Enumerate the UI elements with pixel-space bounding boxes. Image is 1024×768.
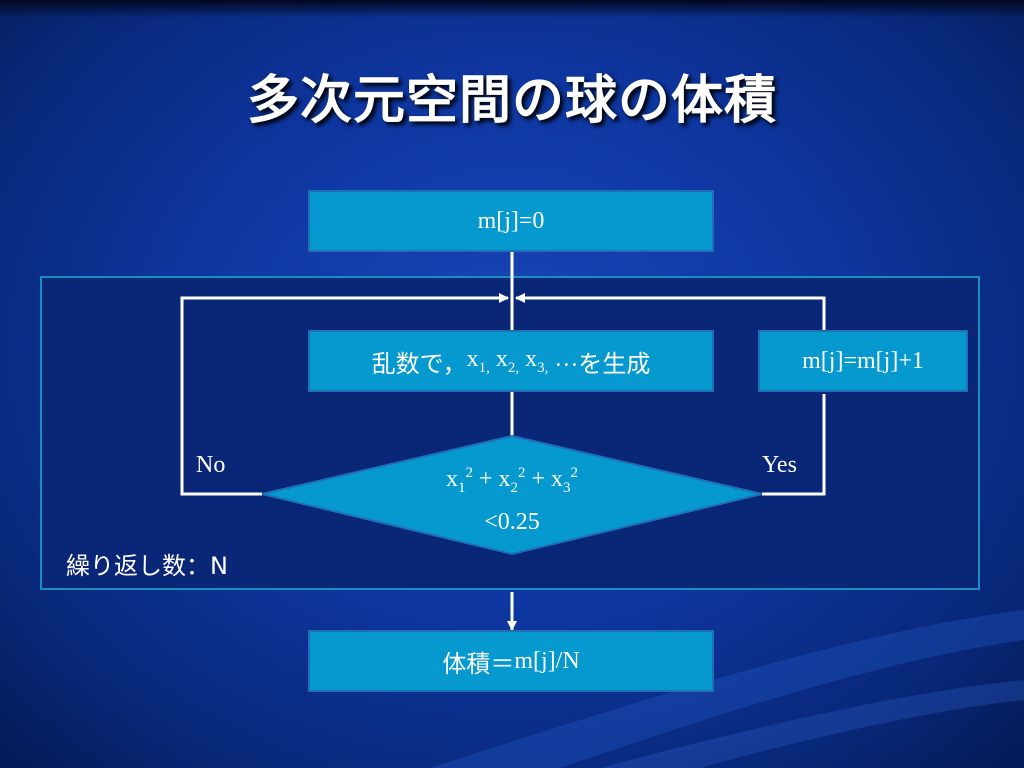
sub-1: 1, bbox=[478, 359, 490, 376]
sub-3: 3, bbox=[537, 359, 549, 376]
var-x1: x bbox=[466, 345, 479, 372]
var-x3: x bbox=[525, 345, 538, 372]
increment-box-label: m[j]=m[j]+1 bbox=[802, 347, 924, 374]
cond-sup1: 2 bbox=[465, 465, 473, 481]
no-loop-arrow bbox=[180, 293, 509, 496]
slide-title: 多次元空間の球の体積 bbox=[246, 71, 777, 131]
decision-diamond bbox=[261, 434, 763, 556]
result-formula: m[j]/N bbox=[514, 647, 580, 674]
init-box: m[j]=0 bbox=[308, 190, 714, 252]
loop-count-label: 繰り返し数：N bbox=[66, 552, 228, 580]
sub-2: 2, bbox=[507, 359, 520, 376]
generate-vars: x1, x2, x3, … bbox=[467, 346, 579, 377]
generate-box: 乱数で， x1, x2, x3, …を生成 bbox=[308, 330, 714, 392]
condition-threshold: <0.25 bbox=[484, 508, 540, 535]
cond-plus1: + bbox=[478, 466, 493, 492]
top-band bbox=[0, 0, 1024, 18]
cond-sub2: 2 bbox=[510, 479, 519, 496]
generate-prefix: 乱数で， bbox=[371, 349, 467, 378]
decision-text: x12 + x22 + x32 <0.25 bbox=[370, 456, 654, 539]
init-box-label: m[j]=0 bbox=[477, 207, 545, 234]
generate-suffix: を生成 bbox=[578, 349, 651, 378]
result-box: 体積＝m[j]/N bbox=[308, 630, 714, 692]
result-prefix: 体積＝ bbox=[442, 649, 515, 678]
cond-sup2: 2 bbox=[518, 465, 526, 481]
cond-x1: x bbox=[445, 466, 458, 492]
cond-sub3: 3 bbox=[563, 479, 571, 496]
no-label: No bbox=[196, 452, 226, 478]
increment-loop-arrow bbox=[515, 293, 826, 330]
yes-label: Yes bbox=[762, 452, 797, 478]
cond-x2: x bbox=[498, 466, 511, 492]
var-x2: x bbox=[495, 345, 508, 372]
cond-sub1: 1 bbox=[457, 479, 466, 496]
increment-box: m[j]=m[j]+1 bbox=[758, 330, 968, 392]
cond-sup3: 2 bbox=[570, 465, 579, 481]
yes-line bbox=[762, 394, 826, 496]
ellipsis: … bbox=[554, 345, 579, 372]
cond-x3: x bbox=[551, 466, 564, 492]
cond-plus2: + bbox=[531, 466, 546, 492]
condition-expression: x12 + x22 + x32 bbox=[370, 456, 654, 505]
